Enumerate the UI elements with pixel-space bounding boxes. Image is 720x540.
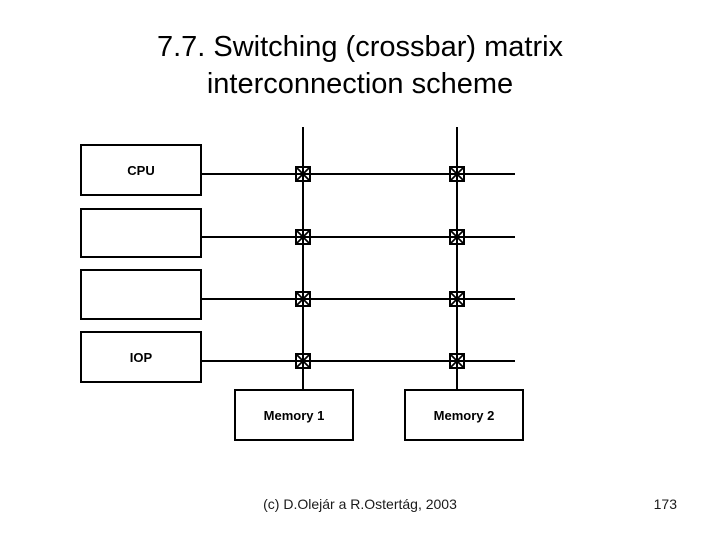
- crossbar-switch-icon: [449, 229, 465, 245]
- slide-title: 7.7. Switching (crossbar) matrix interco…: [156, 31, 564, 100]
- memory-2-label: Memory 2: [433, 407, 495, 423]
- bus-line-horizontal-1: [202, 173, 515, 175]
- crossbar-switch-icon: [295, 353, 311, 369]
- footer-credit: (c) D.Olejár a R.Ostertág, 2003: [263, 496, 457, 512]
- cpu-label: CPU: [127, 162, 155, 178]
- memory-1-box: Memory 1: [234, 389, 354, 441]
- bus-line-horizontal-4: [202, 360, 515, 362]
- bus-line-horizontal-3: [202, 298, 515, 300]
- page-number: 173: [653, 496, 677, 512]
- bus-line-vertical-2: [456, 127, 458, 389]
- memory-1-label: Memory 1: [263, 407, 325, 423]
- crossbar-switch-icon: [449, 353, 465, 369]
- bus-line-horizontal-2: [202, 236, 515, 238]
- crossbar-switch-icon: [295, 166, 311, 182]
- iop-label: IOP: [129, 349, 153, 365]
- memory-2-box: Memory 2: [404, 389, 524, 441]
- crossbar-switch-icon: [449, 291, 465, 307]
- crossbar-switch-icon: [449, 166, 465, 182]
- crossbar-switch-icon: [295, 291, 311, 307]
- iop-box: IOP: [80, 331, 202, 383]
- bus-line-vertical-1: [302, 127, 304, 389]
- crossbar-switch-icon: [295, 229, 311, 245]
- cpu-box: CPU: [80, 144, 202, 196]
- unit-box-3: [80, 269, 202, 320]
- unit-box-2: [80, 208, 202, 258]
